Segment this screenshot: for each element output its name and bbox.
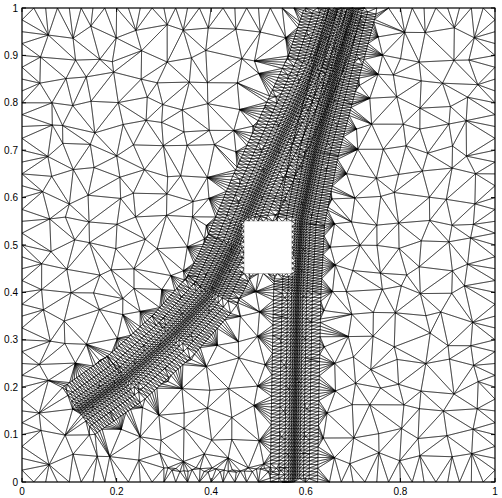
tick-mark — [22, 197, 26, 198]
tick-mark — [22, 434, 26, 435]
tick-label: 0.9 — [4, 50, 18, 61]
tick-mark — [491, 434, 495, 435]
tick-label: 0.4 — [204, 486, 218, 497]
tick-mark — [22, 387, 26, 388]
tick-mark — [491, 387, 495, 388]
tick-label: 0.8 — [4, 97, 18, 108]
tick-label: 0.5 — [4, 240, 18, 251]
tick-mark — [491, 197, 495, 198]
hole — [244, 221, 291, 273]
tick-mark — [491, 245, 495, 246]
tick-mark — [491, 102, 495, 103]
tick-label: 0.6 — [4, 192, 18, 203]
tick-label: 0.1 — [4, 429, 18, 440]
tick-mark — [22, 55, 26, 56]
tick-mark — [400, 8, 401, 12]
tick-label: 1 — [12, 3, 18, 14]
tick-mark — [211, 478, 212, 482]
tick-mark — [22, 339, 26, 340]
plot-frame — [22, 8, 495, 482]
tick-mark — [400, 478, 401, 482]
tick-label: 0.6 — [299, 486, 313, 497]
tick-label: 0 — [12, 477, 18, 488]
tick-label: 0.4 — [4, 287, 18, 298]
tick-mark — [22, 150, 26, 151]
mesh-lines — [22, 8, 495, 482]
tick-mark — [305, 8, 306, 12]
tick-mark — [491, 292, 495, 293]
tick-marks — [22, 8, 495, 482]
tick-mark — [22, 245, 26, 246]
tick-label: 0 — [19, 486, 25, 497]
tick-label: 0.3 — [4, 334, 18, 345]
tick-mark — [116, 478, 117, 482]
tick-mark — [491, 55, 495, 56]
tick-label: 0.8 — [393, 486, 407, 497]
tick-mark — [116, 8, 117, 12]
tick-mark — [22, 102, 26, 103]
tick-mark — [305, 478, 306, 482]
tick-label: 0.7 — [4, 145, 18, 156]
tick-label: 1 — [492, 486, 498, 497]
tick-label: 0.2 — [4, 382, 18, 393]
tick-mark — [491, 339, 495, 340]
tick-mark — [491, 150, 495, 151]
tick-mark — [22, 292, 26, 293]
tick-mark — [211, 8, 212, 12]
tick-label: 0.2 — [110, 486, 124, 497]
